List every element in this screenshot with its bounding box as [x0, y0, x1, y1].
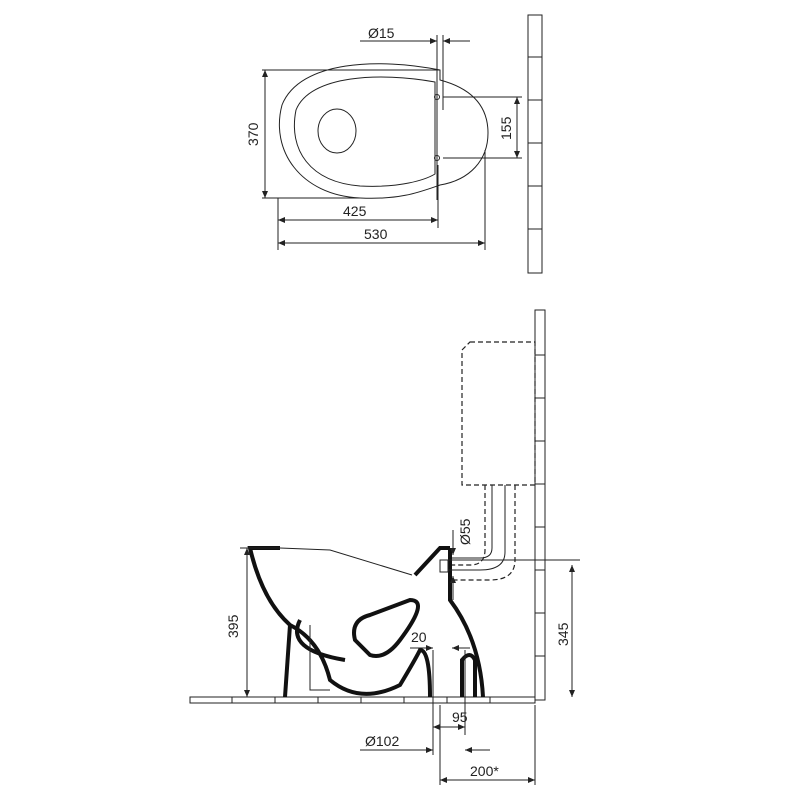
dim-outlet-diameter: Ø102	[365, 733, 399, 749]
dim-outlet-offset: 95	[452, 709, 468, 725]
bowl-opening	[317, 108, 357, 154]
dim-inlet-height: 345	[555, 622, 571, 646]
side-view: Ø55 395 345 20 95 Ø102 200*	[189, 309, 580, 785]
dim-width: 370	[245, 122, 261, 146]
dim-to-fixing: 425	[343, 203, 367, 219]
bowl-section	[247, 546, 485, 698]
dim-outlet-to-wall: 200*	[470, 763, 499, 779]
dim-inlet-diameter: Ø15	[368, 25, 395, 41]
floor	[189, 696, 536, 704]
dim-length: 530	[364, 226, 388, 242]
cistern-dashed	[461, 341, 536, 486]
top-view: Ø15 370 155 425 530	[245, 14, 543, 274]
seat-rim-top	[293, 76, 436, 187]
wall-top	[527, 14, 543, 274]
dim-fixing-spacing: 155	[498, 116, 514, 140]
wall-side	[534, 309, 546, 701]
flush-pipe	[450, 485, 506, 571]
dim-height: 395	[225, 614, 241, 638]
dim-wall-offset: 20	[411, 629, 427, 645]
dim-pipe-diameter: Ø55	[457, 518, 473, 545]
bowl-outline-top	[278, 63, 489, 199]
inlet-connector	[439, 559, 449, 573]
